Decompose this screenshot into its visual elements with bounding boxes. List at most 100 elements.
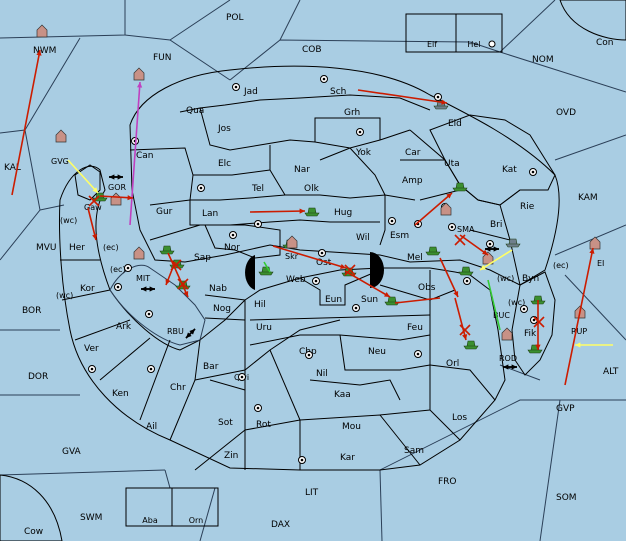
- fleet-unit-icon[interactable]: [458, 266, 474, 276]
- army-unit-icon[interactable]: [133, 246, 145, 260]
- label-mel[interactable]: Mel: [407, 253, 423, 263]
- legend-orn-swatch: [171, 487, 219, 527]
- label-gvg[interactable]: GVG: [51, 157, 69, 166]
- label-nar[interactable]: Nar: [294, 165, 310, 175]
- label-gaw[interactable]: Gaw: [84, 203, 102, 212]
- label-jos[interactable]: Jos: [217, 124, 231, 134]
- label-nil[interactable]: Nil: [316, 369, 328, 379]
- label-som: SOM: [556, 493, 577, 503]
- supply-center-dot: [416, 352, 420, 356]
- label-her[interactable]: Her: [69, 243, 85, 253]
- fleet-unit-icon[interactable]: [505, 238, 521, 248]
- label-obs[interactable]: Obs: [418, 283, 436, 293]
- label-los[interactable]: Los: [452, 413, 467, 423]
- label-wil[interactable]: Wil: [356, 233, 370, 243]
- support-order: [129, 81, 141, 226]
- fleet-unit-icon[interactable]: [258, 266, 274, 276]
- supply-center-dot: [465, 279, 469, 283]
- bidirectional-arrow-head: [109, 174, 115, 180]
- supply-center-dot: [126, 266, 130, 270]
- move-order-head: [299, 208, 305, 214]
- label-gvp: GVP: [556, 404, 575, 414]
- supply-center-dot: [149, 367, 153, 371]
- label-fik[interactable]: Fik: [524, 329, 537, 339]
- label-nor[interactable]: Nor: [224, 243, 240, 253]
- label-esm[interactable]: Esm: [390, 231, 409, 241]
- label-zin[interactable]: Zin: [224, 451, 238, 461]
- label-ost[interactable]: Ost: [316, 258, 332, 268]
- label-jad[interactable]: Jad: [243, 87, 258, 97]
- label-uta[interactable]: Uta: [444, 159, 460, 169]
- label-sam[interactable]: Sam: [404, 446, 424, 456]
- army-unit-icon[interactable]: [133, 67, 145, 81]
- fleet-unit-icon[interactable]: [304, 207, 320, 217]
- label-skr[interactable]: Skr: [285, 252, 299, 261]
- support-order-head: [575, 342, 581, 348]
- label-bri[interactable]: Bri: [490, 220, 502, 230]
- label-ken[interactable]: Ken: [112, 389, 129, 399]
- label-mou[interactable]: Mou: [342, 422, 361, 432]
- army-unit-icon[interactable]: [482, 251, 494, 265]
- label-qua[interactable]: Qua: [186, 106, 204, 116]
- province-nor[interactable]: [204, 224, 281, 259]
- label-cow[interactable]: Cow: [24, 527, 43, 537]
- army-unit-icon[interactable]: [589, 236, 601, 250]
- army-unit-icon[interactable]: [501, 327, 513, 341]
- label-hug[interactable]: Hug: [334, 208, 352, 218]
- label-can[interactable]: Can: [136, 151, 154, 161]
- label-orl[interactable]: Orl: [446, 359, 459, 369]
- move-order-head: [92, 234, 98, 240]
- supply-center-dot: [488, 242, 492, 246]
- label-lit: LIT: [305, 488, 319, 498]
- label-web[interactable]: Web: [286, 275, 306, 285]
- label-nog[interactable]: Nog: [213, 304, 231, 314]
- label-eld[interactable]: Eld: [448, 119, 462, 129]
- label-sch[interactable]: Sch: [330, 87, 346, 97]
- label-sun[interactable]: Sun: [361, 295, 378, 305]
- label-ark[interactable]: Ark: [116, 322, 132, 332]
- label-kar[interactable]: Kar: [340, 453, 355, 463]
- fleet-unit-icon[interactable]: [463, 340, 479, 350]
- label-rup[interactable]: RUP: [571, 327, 587, 336]
- label-chr[interactable]: Chr: [170, 383, 186, 393]
- label-ail[interactable]: Ail: [146, 422, 157, 432]
- label-grh[interactable]: Grh: [344, 108, 360, 118]
- label-wc-a: (wc): [60, 216, 77, 225]
- label-sap[interactable]: Sap: [194, 253, 211, 263]
- label-elc[interactable]: Elc: [218, 159, 231, 169]
- label-ver[interactable]: Ver: [84, 344, 99, 354]
- label-kor[interactable]: Kor: [80, 284, 95, 294]
- army-unit-icon[interactable]: [55, 129, 67, 143]
- label-amp[interactable]: Amp: [402, 176, 423, 186]
- fleet-unit-icon[interactable]: [425, 246, 441, 256]
- label-rot[interactable]: Rot: [256, 420, 271, 430]
- label-car[interactable]: Car: [405, 148, 421, 158]
- label-gur[interactable]: Gur: [156, 207, 173, 217]
- label-con[interactable]: Con: [596, 38, 614, 48]
- army-unit-icon[interactable]: [36, 24, 48, 38]
- label-kaa[interactable]: Kaa: [334, 390, 351, 400]
- label-eun[interactable]: Eun: [325, 295, 342, 305]
- army-unit-icon[interactable]: [286, 235, 298, 249]
- label-bar[interactable]: Bar: [203, 362, 219, 372]
- label-feu[interactable]: Feu: [407, 323, 423, 333]
- label-uru[interactable]: Uru: [256, 323, 272, 333]
- fleet-unit-icon[interactable]: [159, 245, 175, 255]
- label-rie[interactable]: Rie: [520, 202, 535, 212]
- label-yok[interactable]: Yok: [355, 148, 372, 158]
- label-kat[interactable]: Kat: [502, 165, 517, 175]
- label-byn[interactable]: Byn: [522, 274, 539, 284]
- supply-center-dot: [307, 353, 311, 357]
- bidirectional-arrow-head: [503, 364, 509, 370]
- label-lan[interactable]: Lan: [202, 209, 218, 219]
- label-nab[interactable]: Nab: [209, 284, 227, 294]
- label-sot[interactable]: Sot: [218, 418, 233, 428]
- fleet-unit-icon[interactable]: [452, 182, 468, 192]
- army-unit-icon[interactable]: [110, 192, 122, 206]
- label-neu[interactable]: Neu: [368, 347, 386, 357]
- label-olk[interactable]: Olk: [304, 184, 320, 194]
- army-unit-icon[interactable]: [440, 202, 452, 216]
- label-tel[interactable]: Tel: [251, 184, 264, 194]
- label-hil[interactable]: Hil: [254, 300, 266, 310]
